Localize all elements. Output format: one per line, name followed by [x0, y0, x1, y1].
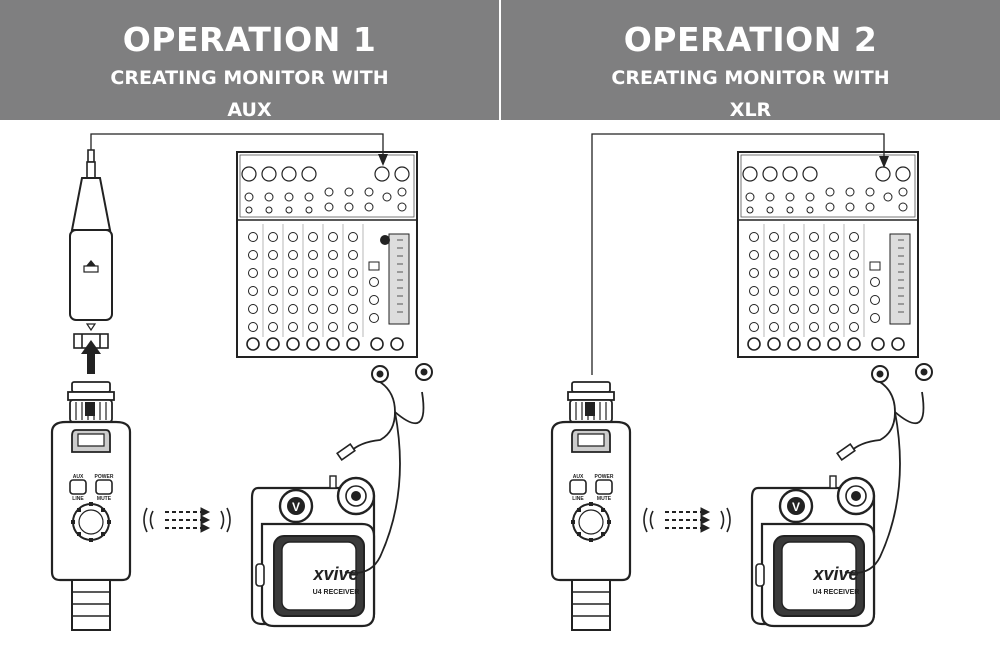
aux-cable [90, 133, 384, 160]
transmitter-illustration [50, 380, 132, 632]
operation-2-diagram: AUX POWER LINE MUTE xvive U4 RECEIVER [550, 133, 933, 632]
header-divider [499, 0, 501, 120]
panel-subtitle-line2: AUX [227, 99, 272, 121]
transmitter-aux-label: AUX [573, 474, 584, 480]
transmitter-power-label: POWER [595, 474, 614, 480]
mixer-illustration [236, 151, 418, 358]
diagram-scene: V [50, 133, 933, 632]
cable-arrow-icon [378, 154, 388, 166]
transmitter-mute-label: MUTE [97, 496, 112, 502]
transmitter-illustration [550, 380, 632, 632]
xlr-adapter-illustration [69, 149, 113, 349]
xlr-cable [591, 133, 885, 375]
wireless-signal-icon [643, 507, 731, 533]
cable-arrow-icon [879, 156, 889, 168]
transmitter-line-label: LINE [72, 496, 84, 502]
panel-subtitle-line1: CREATING MONITOR WITH [611, 67, 890, 89]
panel-subtitle-line1: CREATING MONITOR WITH [110, 67, 389, 89]
operation-1-diagram: AUX POWER LINE MUTE xvive U4 RECEIVER [50, 133, 433, 632]
connect-arrow-icon [81, 340, 101, 374]
receiver-model-label: U4 RECEIVER [313, 589, 360, 596]
transmitter-power-label: POWER [95, 474, 114, 480]
panel-title: OPERATION 2 [623, 20, 878, 59]
mixer-illustration [737, 151, 919, 358]
wireless-signal-icon [143, 507, 231, 533]
receiver-illustration [750, 474, 876, 628]
panel-subtitle-line2: XLR [729, 99, 772, 121]
transmitter-line-label: LINE [572, 496, 584, 502]
panel-title: OPERATION 1 [122, 20, 377, 59]
receiver-illustration [250, 474, 376, 628]
receiver-brand-logo: xvive [812, 564, 858, 584]
transmitter-aux-label: AUX [73, 474, 84, 480]
receiver-brand-logo: xvive [312, 564, 358, 584]
panel-header-operation-1: OPERATION 1 CREATING MONITOR WITH AUX [0, 0, 499, 121]
receiver-model-label: U4 RECEIVER [813, 589, 860, 596]
transmitter-mute-label: MUTE [597, 496, 612, 502]
panel-header-operation-2: OPERATION 2 CREATING MONITOR WITH XLR [501, 0, 1000, 121]
